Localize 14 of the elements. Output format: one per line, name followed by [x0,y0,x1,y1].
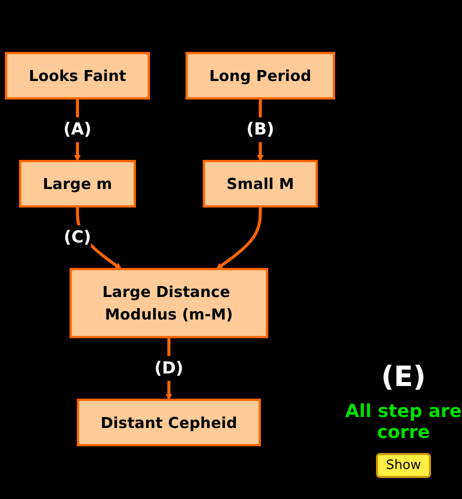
edge-label: (D) [154,359,184,378]
edge-label: (A) [63,120,92,140]
edge-label: (B) [246,120,274,140]
step-label: (E) [380,360,427,393]
node-box: Long Period [186,52,336,100]
status-message: All step are corre [345,401,462,443]
node-box: Distant Cepheid [76,399,261,447]
node-box: Small M [202,160,318,208]
edge-label: (C) [64,228,92,248]
node-box: Large m [18,160,136,208]
node-box: Looks Faint [4,52,150,100]
node-box: Large Distance Modulus (m-M) [70,268,268,339]
show-button: Show [376,453,432,478]
arrow [216,206,262,270]
